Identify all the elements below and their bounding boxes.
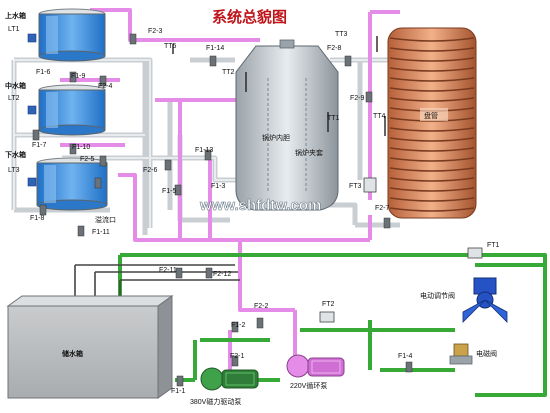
valve-f1-14-label: F1-14: [206, 45, 224, 52]
flow-transmitter-ft3[interactable]: [363, 177, 377, 193]
coil-exchanger: [387, 27, 477, 219]
ft2-label: FT2: [322, 301, 335, 308]
pump-380v-label: 380V磁力驱动泵: [190, 397, 241, 406]
control-valve-icon[interactable]: [462, 277, 508, 323]
valve-f1-4-label: F1-4: [398, 353, 413, 360]
flow-transmitter-ft1[interactable]: [467, 247, 483, 259]
valve-f2-5-label: F2-5: [80, 156, 95, 163]
middle-tank: [38, 84, 106, 136]
pump-220v-label: 220V循环泵: [290, 381, 327, 390]
valve-f1-11-label: F1-11: [92, 229, 110, 236]
lt2-label: LT2: [8, 95, 20, 102]
tt2-label: TT2: [222, 69, 235, 76]
tt4-label: TT4: [373, 113, 386, 120]
ft3-label: FT3: [349, 183, 362, 190]
valve-f1-5-label: F1-5: [162, 188, 177, 195]
lower-tank: [36, 157, 108, 211]
valve-f1-2-label: F1-2: [231, 322, 246, 329]
lower-tank-label: 下水箱: [5, 150, 26, 159]
lt3-label: LT3: [8, 167, 20, 174]
valve-f2-8-label: F2-8: [327, 45, 342, 52]
upper-tank: [38, 8, 106, 62]
control-valve-label: 电动调节阀: [420, 291, 455, 300]
storage-tank-label: 储水箱: [61, 349, 83, 358]
page-title: 系统总貌图: [212, 8, 287, 26]
coil-label: 盘管: [424, 111, 438, 120]
boiler-inner-label: 锅炉内胆: [262, 133, 290, 142]
ft1-label: FT1: [487, 242, 500, 249]
valve-f1-3-label: F1-3: [211, 183, 226, 190]
valve-f2-12-label: F2-12: [213, 271, 231, 278]
watermark-text: www.shfdtw.com: [199, 197, 321, 214]
valve-f2-4-label: F2-4: [98, 83, 113, 90]
valve-f2-1-label: F2-1: [230, 353, 245, 360]
valve-f2-7-label: F2-7: [375, 205, 390, 212]
storage-tank: [6, 295, 174, 399]
valve-f1-13-label: F1-13: [195, 147, 213, 154]
boiler-jacket-label: 锅炉夹套: [295, 148, 323, 157]
solenoid-valve-label: 电磁阀: [476, 349, 497, 358]
tt3-label: TT3: [335, 31, 348, 38]
valve-f1-6-label: F1-6: [36, 69, 51, 76]
pump-380v[interactable]: [200, 367, 259, 391]
overflow-label: 溢流口: [95, 215, 116, 224]
middle-tank-label: 中水箱: [5, 81, 26, 90]
flow-transmitter-ft2[interactable]: [319, 311, 335, 323]
level-sensor-icon: [27, 33, 37, 187]
valve-f1-10-label: F1-10: [72, 144, 90, 151]
manual-valve-icons[interactable]: [32, 33, 413, 387]
boiler-vessel: [235, 39, 339, 211]
solenoid-valve-icon[interactable]: [449, 343, 473, 365]
temperature-sensor-icon: [172, 36, 386, 136]
upper-tank-label: 上水箱: [5, 11, 26, 20]
valve-f2-2-label: F2-2: [254, 303, 269, 310]
valve-f2-11-label: F2-11: [159, 267, 177, 274]
valve-f2-3-label: F2-3: [148, 28, 163, 35]
valve-f1-7-label: F1-7: [32, 142, 47, 149]
valve-f2-6-label: F2-6: [143, 167, 158, 174]
valve-f2-9-label: F2-9: [350, 95, 365, 102]
valve-f1-8-label: F1-8: [30, 215, 45, 222]
tt1-label: TT1: [327, 115, 340, 122]
tt5-label: TT5: [164, 43, 177, 50]
valve-f1-1-label: F1-1: [171, 388, 186, 395]
pump-220v[interactable]: [286, 354, 345, 378]
drain-lines: [74, 264, 240, 300]
valve-f1-9-label: F1-9: [71, 73, 86, 80]
lt1-label: LT1: [8, 26, 20, 33]
